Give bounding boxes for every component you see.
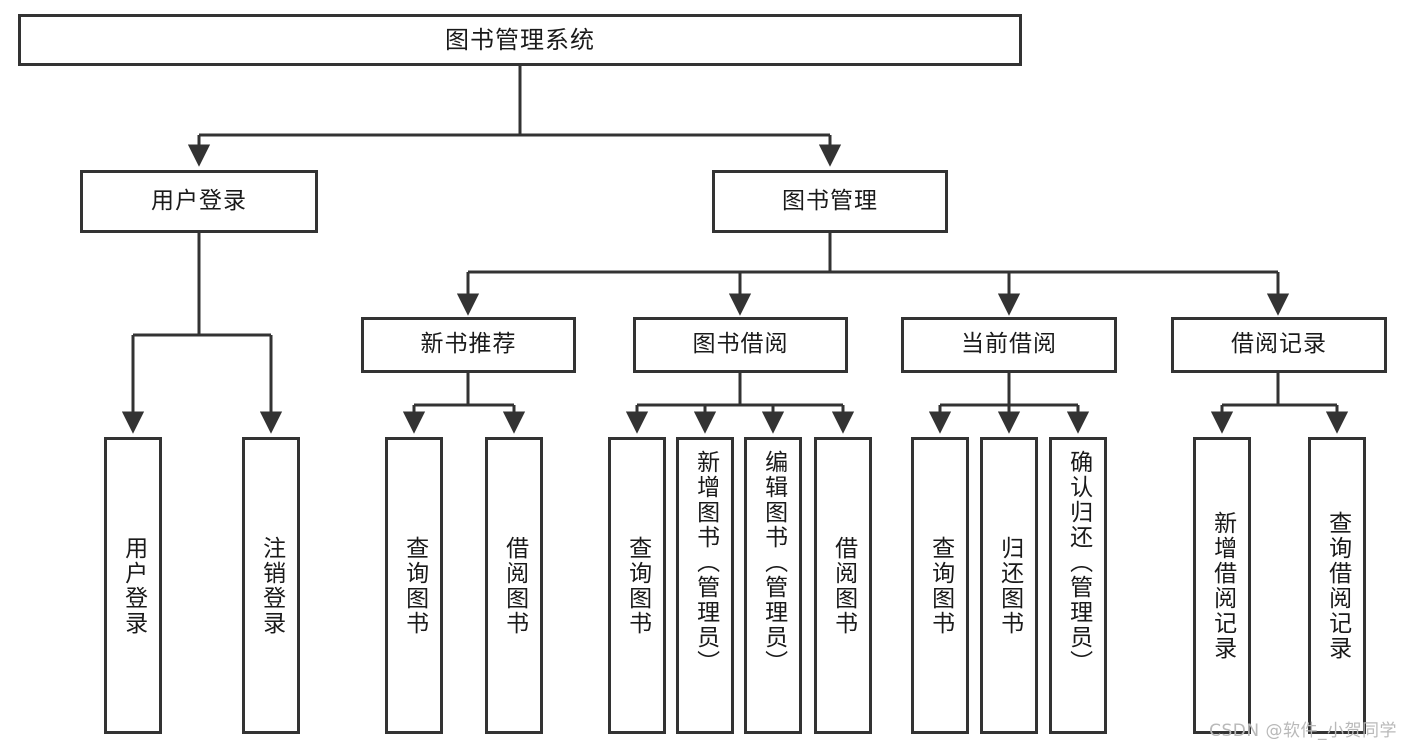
node-label: 用户登录 — [151, 187, 247, 214]
leaf-new-book-query-book[interactable]: 查询图书 — [385, 437, 443, 734]
leaf-borrow-record-query-record[interactable]: 查询借阅记录 — [1308, 437, 1366, 734]
node-label: 图书借阅 — [692, 331, 789, 358]
node-label: 借阅图书 — [501, 535, 528, 636]
leaf-book-borrow-edit-book-admin[interactable]: 编辑图书（管理员） — [744, 437, 802, 734]
node-label: 图书管理系统 — [445, 25, 595, 54]
node-label: 归还图书 — [996, 535, 1023, 636]
leaf-book-borrow-query-book[interactable]: 查询图书 — [608, 437, 666, 734]
node-borrow-record[interactable]: 借阅记录 — [1171, 317, 1387, 373]
node-label: 新书推荐 — [420, 331, 517, 358]
node-label: 借阅图书 — [830, 535, 857, 636]
node-label: 查询借阅记录 — [1324, 510, 1351, 661]
leaf-current-borrow-return-book[interactable]: 归还图书 — [980, 437, 1038, 734]
csdn-watermark: CSDN @软件_小贺同学 — [1209, 721, 1397, 741]
node-label: 图书管理 — [782, 187, 878, 214]
leaf-book-borrow-borrow-book[interactable]: 借阅图书 — [814, 437, 872, 734]
node-book-borrow[interactable]: 图书借阅 — [633, 317, 848, 373]
node-label: 查询图书 — [927, 535, 954, 636]
node-label: 新增借阅记录 — [1209, 510, 1236, 661]
node-label: 新增图书（管理员） — [692, 450, 719, 675]
node-book-management[interactable]: 图书管理 — [712, 170, 948, 233]
node-label: 借阅记录 — [1231, 331, 1327, 358]
node-label: 编辑图书（管理员） — [760, 450, 787, 675]
leaf-new-book-borrow-book[interactable]: 借阅图书 — [485, 437, 543, 734]
node-new-book-recommend[interactable]: 新书推荐 — [361, 317, 576, 373]
node-label: 用户登录 — [120, 535, 147, 636]
node-root-book-management-system[interactable]: 图书管理系统 — [18, 14, 1022, 66]
leaf-user-login-login[interactable]: 用户登录 — [104, 437, 162, 734]
leaf-book-borrow-add-book-admin[interactable]: 新增图书（管理员） — [676, 437, 734, 734]
node-label: 当前借阅 — [961, 331, 1057, 358]
node-user-login[interactable]: 用户登录 — [80, 170, 318, 233]
node-label: 注销登录 — [258, 535, 285, 636]
leaf-borrow-record-add-record[interactable]: 新增借阅记录 — [1193, 437, 1251, 734]
node-current-borrow[interactable]: 当前借阅 — [901, 317, 1117, 373]
leaf-current-borrow-query-book[interactable]: 查询图书 — [911, 437, 969, 734]
node-label: 查询图书 — [624, 535, 651, 636]
leaf-current-borrow-confirm-return-admin[interactable]: 确认归还（管理员） — [1049, 437, 1107, 734]
leaf-user-login-logout[interactable]: 注销登录 — [242, 437, 300, 734]
node-label: 查询图书 — [401, 535, 428, 636]
node-label: 确认归还（管理员） — [1065, 450, 1092, 675]
